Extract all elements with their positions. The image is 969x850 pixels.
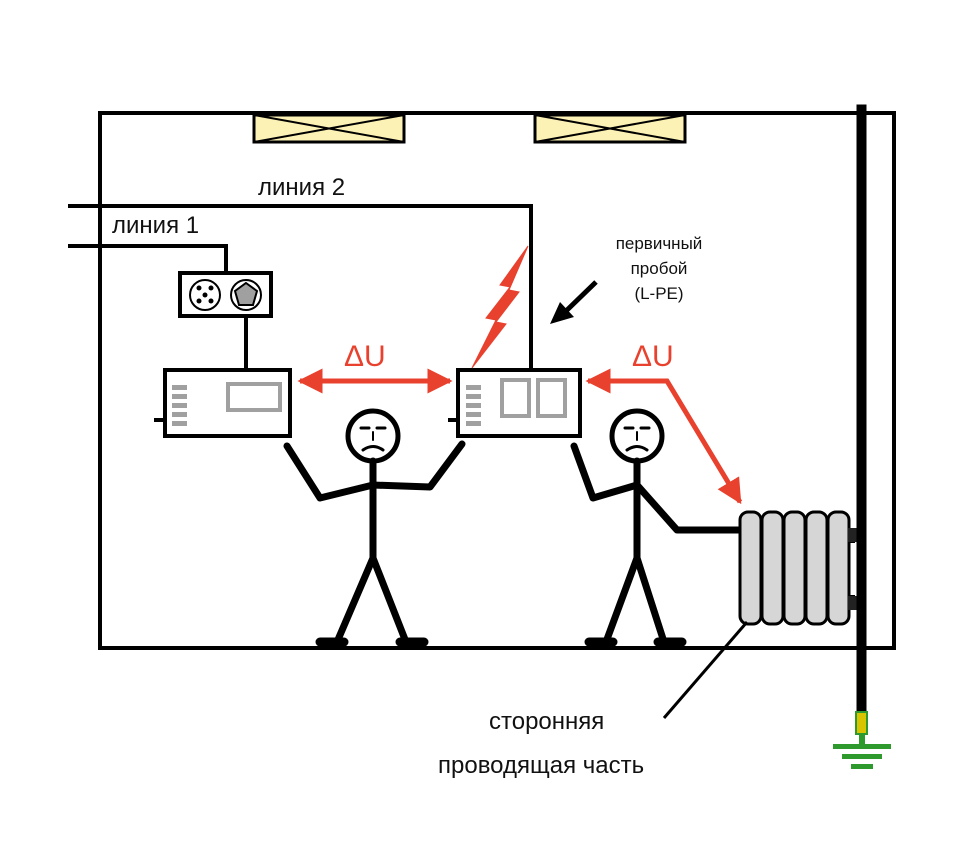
left-device [154, 368, 292, 438]
delta-u-right-label: ΔU [632, 340, 674, 373]
light-fixture-icon [252, 113, 406, 144]
ground-clamp [855, 711, 868, 735]
room-outline [98, 111, 896, 650]
socket-icon [178, 271, 273, 318]
stick-figure-icon [283, 408, 466, 647]
breakdown-label-line-3: (L-PE) [634, 284, 684, 303]
right-device [448, 368, 582, 438]
delta-u-left-label: ΔU [344, 340, 386, 373]
stick-figure-icon [570, 408, 744, 647]
lightning-icon [471, 245, 529, 369]
conductive-part-label-line-2: проводящая часть [438, 752, 645, 779]
ground-pipe [856, 104, 867, 716]
line-1-label: линия 1 [112, 212, 200, 239]
part-leader-line [662, 621, 749, 719]
line-2-wire [68, 204, 533, 370]
ground-icon [833, 734, 891, 769]
light-fixture-icon [533, 113, 687, 144]
conductive-part-label-line-1: сторонняя [489, 708, 605, 735]
breakdown-pointer-arrow [550, 280, 598, 324]
line-2-label: линия 2 [258, 174, 346, 201]
breakdown-label-line-1: первичный [615, 234, 703, 253]
breakdown-label: первичный пробой (L-PE) [594, 231, 724, 306]
potential-difference-arrow-right [585, 368, 743, 505]
radiator-icon [738, 510, 860, 626]
line-1-wire [68, 244, 228, 273]
breakdown-label-line-2: пробой [630, 259, 688, 278]
